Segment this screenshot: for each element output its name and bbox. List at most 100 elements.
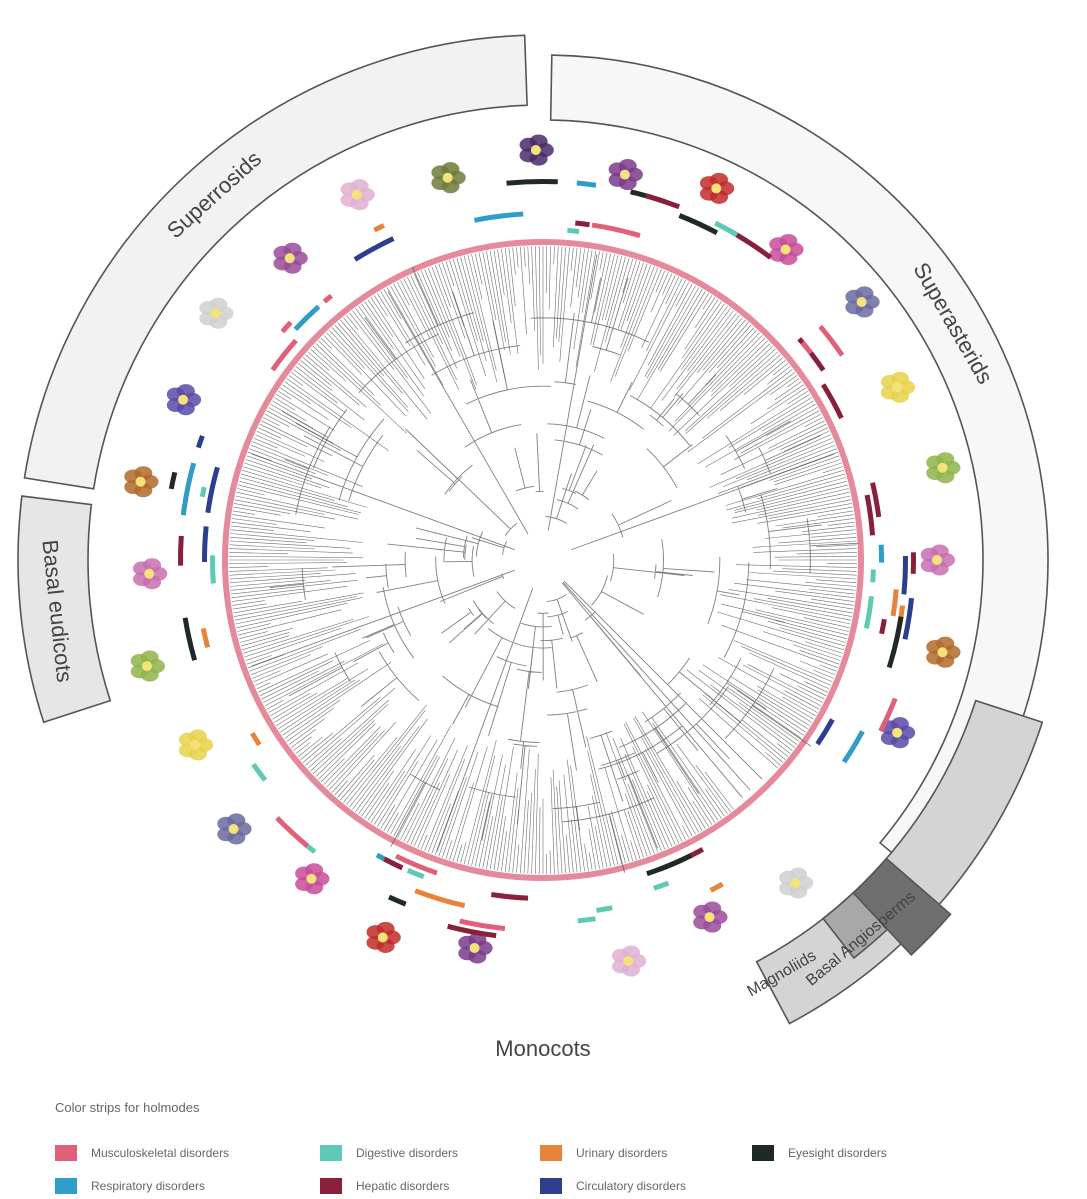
flower-center xyxy=(531,145,541,155)
flower-center xyxy=(211,308,221,318)
trait-strip xyxy=(181,462,196,515)
legend-label: Digestive disorders xyxy=(356,1146,458,1160)
flower-image xyxy=(926,637,960,668)
trait-strip xyxy=(865,494,875,535)
swatch-eyesight xyxy=(752,1145,774,1161)
flower-center xyxy=(857,297,867,307)
flower-image xyxy=(458,932,492,963)
trait-strip xyxy=(800,341,812,355)
swatch-hepatic xyxy=(320,1178,342,1194)
flower-image xyxy=(769,234,803,265)
flower-center xyxy=(937,647,947,657)
legend-item-musculoskeletal: Musculoskeletal disorders xyxy=(55,1145,229,1161)
trait-strip xyxy=(645,193,680,209)
trait-strip xyxy=(250,732,262,746)
flower-center xyxy=(781,245,791,255)
flower-images xyxy=(124,135,960,977)
flower-image xyxy=(779,868,813,899)
trait-strip xyxy=(474,212,523,223)
flower-center xyxy=(144,569,154,579)
legend-item-respiratory: Respiratory disorders xyxy=(55,1178,205,1194)
trait-strip xyxy=(196,435,205,448)
flower-image xyxy=(199,298,233,329)
trait-strip xyxy=(870,569,876,582)
flower-center xyxy=(285,253,295,263)
flower-image xyxy=(921,544,955,575)
trait-strip xyxy=(205,467,219,513)
flower-image xyxy=(881,372,915,403)
trait-strip xyxy=(901,556,908,595)
flower-image xyxy=(217,813,251,844)
trait-strip xyxy=(178,536,184,566)
flower-image xyxy=(179,729,213,760)
trait-strip xyxy=(710,882,724,893)
trait-strip xyxy=(714,221,738,237)
trait-strip xyxy=(818,325,844,357)
flower-image xyxy=(845,286,879,317)
trait-strip xyxy=(323,294,333,304)
trait-strip xyxy=(491,892,528,901)
trait-strip xyxy=(887,616,904,668)
flower-image xyxy=(693,902,727,933)
legend-label: Eyesight disorders xyxy=(788,1146,887,1160)
flower-image xyxy=(131,651,165,682)
flower-center xyxy=(705,912,715,922)
trait-strip xyxy=(183,617,197,661)
legend-item-circulatory: Circulatory disorders xyxy=(540,1178,686,1194)
trait-strip xyxy=(577,916,595,923)
flower-image xyxy=(341,179,375,210)
trait-strip xyxy=(354,236,395,261)
legend-label: Circulatory disorders xyxy=(576,1179,686,1193)
legend-item-hepatic: Hepatic disorders xyxy=(320,1178,449,1194)
legend-label: Respiratory disorders xyxy=(91,1179,205,1193)
flower-center xyxy=(892,728,902,738)
swatch-urinary xyxy=(540,1145,562,1161)
trait-strip xyxy=(678,213,718,235)
flower-image xyxy=(295,863,329,894)
trait-strip xyxy=(414,888,465,908)
trait-strip xyxy=(911,552,916,574)
tree-tips xyxy=(229,246,857,874)
trait-strip xyxy=(664,853,692,869)
trait-strip xyxy=(596,905,613,913)
trait-strip xyxy=(201,628,210,648)
trait-strip xyxy=(275,816,309,848)
flower-image xyxy=(520,135,554,166)
flower-center xyxy=(470,943,480,953)
trait-strip xyxy=(653,881,669,891)
legend-item-eyesight: Eyesight disorders xyxy=(752,1145,887,1161)
flower-image xyxy=(926,452,960,483)
swatch-musculoskeletal xyxy=(55,1145,77,1161)
phylogenetic-tree xyxy=(229,246,859,874)
flower-image xyxy=(124,466,158,497)
trait-strip xyxy=(388,895,407,907)
flower-center xyxy=(142,661,152,671)
swatch-digestive xyxy=(320,1145,342,1161)
tree-branches xyxy=(252,255,859,873)
trait-strip xyxy=(592,223,641,238)
legend-label: Musculoskeletal disorders xyxy=(91,1146,229,1160)
trait-strip xyxy=(210,555,216,583)
trait-strip xyxy=(577,181,597,188)
flower-image xyxy=(367,922,401,953)
legend-title: Color strips for holmodes xyxy=(55,1100,200,1115)
trait-strip xyxy=(879,545,884,563)
flower-center xyxy=(378,932,388,942)
trait-strip xyxy=(280,321,292,334)
legend-label: Urinary disorders xyxy=(576,1146,667,1160)
flower-center xyxy=(937,463,947,473)
flower-image xyxy=(167,384,201,415)
flower-center xyxy=(178,395,188,405)
flower-image xyxy=(273,243,307,274)
trait-strip xyxy=(797,337,825,371)
flower-center xyxy=(306,874,316,884)
flower-center xyxy=(190,740,200,750)
flower-center xyxy=(443,173,453,183)
flower-center xyxy=(711,183,721,193)
flower-image xyxy=(431,162,465,193)
trait-strip xyxy=(293,305,320,331)
legend-item-urinary: Urinary disorders xyxy=(540,1145,667,1161)
trait-strip xyxy=(202,526,209,562)
trait-strip xyxy=(567,228,579,234)
flower-center xyxy=(620,170,630,180)
